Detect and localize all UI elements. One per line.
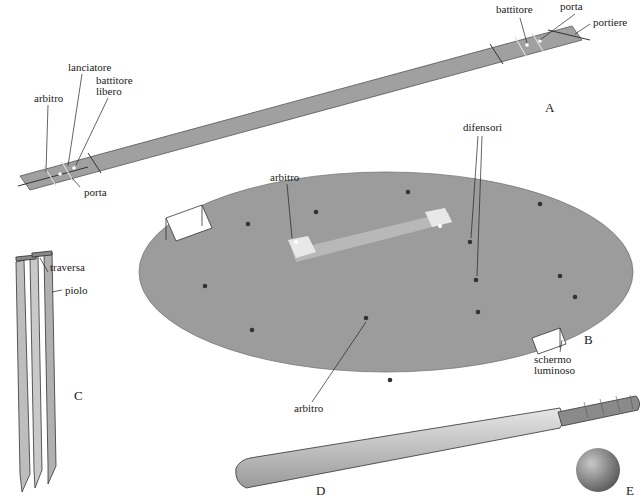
leader-lines xyxy=(46,14,590,187)
part-label: porta xyxy=(560,1,583,12)
part-label: arbitro xyxy=(294,403,323,414)
stumps xyxy=(16,251,56,492)
figure-letter: D xyxy=(316,484,325,497)
pitch-strip xyxy=(18,26,590,190)
figure-letter: C xyxy=(74,389,83,402)
part-label: portiere xyxy=(593,17,627,28)
part-label: porta xyxy=(84,187,107,198)
figure-letter: A xyxy=(545,101,554,114)
figure-letter: E xyxy=(626,484,634,497)
cricket-field xyxy=(139,172,633,382)
part-label: traversa xyxy=(50,262,85,273)
part-label: arbitro xyxy=(270,172,299,183)
part-label: schermo luminoso xyxy=(534,354,594,376)
part-label: lanciatore xyxy=(68,62,111,73)
part-label: piolo xyxy=(65,285,88,296)
part-label: battitore libero xyxy=(96,75,146,97)
part-label: arbitro xyxy=(34,93,63,104)
figure-letter: B xyxy=(584,333,593,346)
leader-lines xyxy=(287,136,562,402)
part-label: difensori xyxy=(463,122,502,133)
cricket-ball xyxy=(576,448,620,492)
part-label: battitore xyxy=(496,4,533,15)
